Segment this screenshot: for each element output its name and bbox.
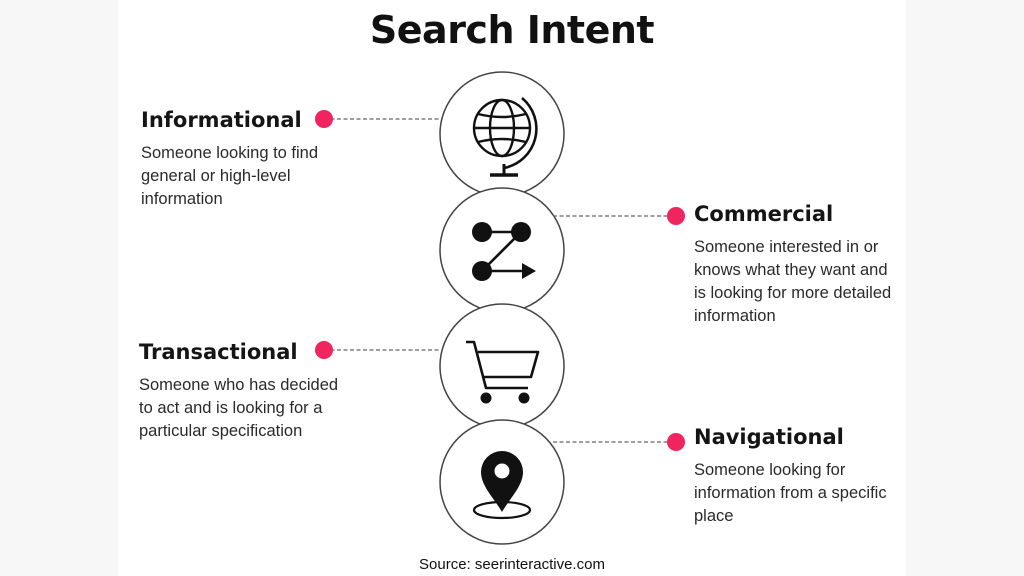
navigational-heading: Navigational bbox=[694, 425, 844, 449]
left-background-panel bbox=[0, 0, 118, 576]
transactional-block: Transactional Someone who has decided to… bbox=[139, 340, 349, 443]
informational-circle bbox=[439, 71, 565, 197]
transactional-circle bbox=[439, 303, 565, 429]
transactional-dot bbox=[315, 341, 333, 359]
navigational-dot bbox=[667, 433, 685, 451]
shopping-cart-icon bbox=[466, 340, 540, 404]
navigational-description: Someone looking for information from a s… bbox=[694, 461, 887, 525]
globe-icon bbox=[472, 97, 538, 177]
informational-heading: Informational bbox=[141, 108, 302, 132]
commercial-dot bbox=[667, 207, 685, 225]
navigational-block: Navigational Someone looking for informa… bbox=[694, 425, 904, 528]
commercial-heading: Commercial bbox=[694, 202, 834, 226]
commercial-block: Commercial Someone interested in or know… bbox=[694, 202, 894, 328]
source-caption: Source: seerinteractive.com bbox=[419, 556, 605, 573]
transactional-heading: Transactional bbox=[139, 340, 298, 364]
commercial-description: Someone interested in or knows what they… bbox=[694, 238, 892, 325]
location-pin-icon bbox=[472, 451, 532, 520]
informational-dot bbox=[315, 110, 333, 128]
right-background-panel bbox=[906, 0, 1024, 576]
transactional-description: Someone who has decided to act and is lo… bbox=[139, 376, 339, 440]
diagram-title: Search Intent bbox=[369, 8, 655, 52]
informational-description: Someone looking to find general or high-… bbox=[141, 144, 319, 208]
informational-block: Informational Someone looking to find ge… bbox=[141, 108, 351, 211]
path-arrow-icon bbox=[472, 222, 536, 281]
